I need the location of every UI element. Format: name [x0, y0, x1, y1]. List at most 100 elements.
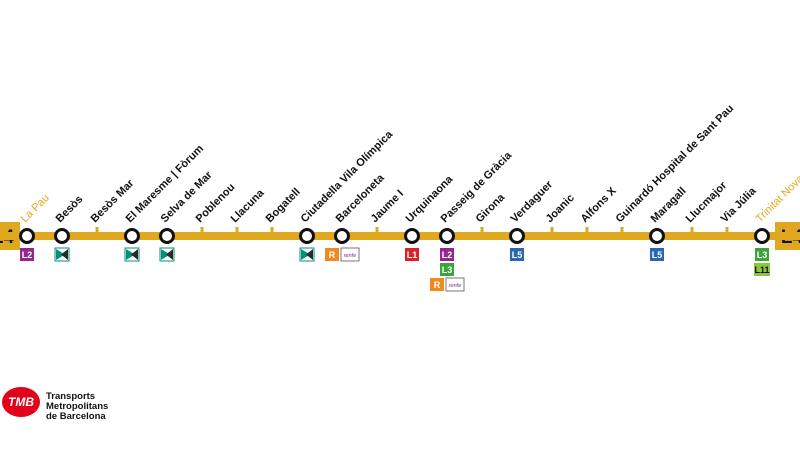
station-tick[interactable] [550, 227, 554, 232]
station-name: La Pau [19, 192, 52, 225]
station[interactable]: Alfons X [579, 185, 619, 232]
station[interactable]: Besòs [54, 193, 86, 262]
renfe-logo-icon: renfe [445, 277, 465, 292]
station-name: Jaume I [369, 188, 406, 225]
transfer-badge-l2-bg [440, 248, 454, 261]
station-tick[interactable] [95, 227, 99, 232]
transfer-badge-l5-label: L5 [512, 250, 523, 260]
transfer-badge-l5-bg [650, 248, 664, 261]
transfer-badge-r-bg [325, 248, 339, 261]
station-tick[interactable] [690, 227, 694, 232]
tram-icon [299, 247, 315, 262]
transfer-badge-l5: L5 [510, 248, 524, 261]
tram-icon-shape-2 [306, 249, 313, 260]
station-dot[interactable] [334, 228, 350, 244]
station[interactable]: Llacuna [229, 187, 268, 232]
transfer-badge-r: R [325, 248, 339, 261]
station-dot[interactable] [649, 228, 665, 244]
transfer-badge-r-bg [430, 278, 444, 291]
station-dot[interactable] [159, 228, 175, 244]
transfer-badge-l11-bg [754, 263, 770, 276]
tram-icon [124, 247, 140, 262]
tmb-logo: TMB Transports Metropolitans de Barcelon… [2, 384, 142, 424]
station-dot[interactable] [299, 228, 315, 244]
transfer-badge-l3: L3 [755, 248, 769, 261]
transfer-badge-l11-label: L11 [754, 265, 769, 275]
station-tick[interactable] [235, 227, 239, 232]
transfer-badge-l2: L2 [440, 248, 454, 261]
transfer-badge-l2: L2 [20, 248, 34, 261]
transfer-badge-l3-bg [755, 248, 769, 261]
station[interactable]: Bogatell [264, 186, 303, 232]
station-name: Alfons X [579, 185, 619, 225]
transfer-badge-l2-label: L2 [442, 250, 453, 260]
transfer-badge-r-label: R [329, 250, 336, 260]
renfe-icon-text: renfe [449, 283, 462, 289]
transfer-badge-l3: L3 [440, 263, 454, 276]
station-tick[interactable] [270, 227, 274, 232]
station-tick[interactable] [200, 227, 204, 232]
transfer-badge-l1-bg [405, 248, 419, 261]
transfer-badge-l11: L11 [754, 263, 770, 276]
station[interactable]: Guinardó Hospital de Sant Pau [614, 103, 737, 232]
transfer-badge-l5-bg [510, 248, 524, 261]
transfer-badge-l3-label: L3 [442, 265, 453, 275]
station-tick[interactable] [585, 227, 589, 232]
transfer-badge-r: R [430, 278, 444, 291]
station-name: Trinitat Nova [754, 172, 800, 225]
logo-badge-text: TMB [8, 395, 34, 409]
tram-icon-shape [301, 249, 310, 260]
transfer-badge-l1-label: L1 [407, 250, 418, 260]
station-name: Joanic [544, 192, 577, 225]
renfe-icon-text: renfe [344, 253, 357, 259]
transfer-badge-r-label: R [434, 280, 441, 290]
station-tick[interactable] [620, 227, 624, 232]
transfer-badge-l2-bg [20, 248, 34, 261]
tram-icon-shape [56, 249, 65, 260]
tram-icon [159, 247, 175, 262]
transfer-badge-l5-label: L5 [652, 250, 663, 260]
renfe-icon-frame [340, 247, 360, 262]
tram-icon-shape-2 [61, 249, 68, 260]
station[interactable]: Jaume I [369, 188, 406, 232]
station-dot[interactable] [404, 228, 420, 244]
track-bar [0, 232, 800, 240]
station-dot[interactable] [439, 228, 455, 244]
logo-line-2: Metropolitans [46, 401, 109, 412]
tmb-logo-icon: TMB [2, 387, 40, 417]
station-dot[interactable] [509, 228, 525, 244]
station-dot[interactable] [19, 228, 35, 244]
logo-line-1: Transports [46, 391, 96, 402]
station-dot[interactable] [124, 228, 140, 244]
station-dot[interactable] [754, 228, 770, 244]
tram-icon-shape-2 [166, 249, 173, 260]
tram-icon [54, 247, 70, 262]
tram-icon-shape [161, 249, 170, 260]
station-tick[interactable] [480, 227, 484, 232]
station[interactable]: Llucmajor [684, 179, 730, 232]
tram-icon-shape-2 [131, 249, 138, 260]
station-dot[interactable] [54, 228, 70, 244]
renfe-logo-icon: renfe [340, 247, 360, 262]
station-name: Besòs [54, 193, 86, 225]
station[interactable]: Joanic [544, 192, 577, 232]
station-tick[interactable] [375, 227, 379, 232]
logo-text: Transports Metropolitans de Barcelona [46, 392, 108, 422]
logo-line-3: de Barcelona [46, 411, 106, 422]
track: L4L4 [0, 222, 800, 250]
transfer-badge-l3-bg [440, 263, 454, 276]
transfer-badge-l3-label: L3 [757, 250, 768, 260]
station[interactable]: Girona [474, 191, 508, 232]
transfer-badge-l2-label: L2 [22, 250, 33, 260]
renfe-icon-frame [445, 277, 465, 292]
transfer-badge-l5: L5 [650, 248, 664, 261]
tram-icon-shape [126, 249, 135, 260]
station-name: Bogatell [264, 186, 303, 225]
station-tick[interactable] [725, 227, 729, 232]
station-name: Girona [474, 191, 508, 225]
